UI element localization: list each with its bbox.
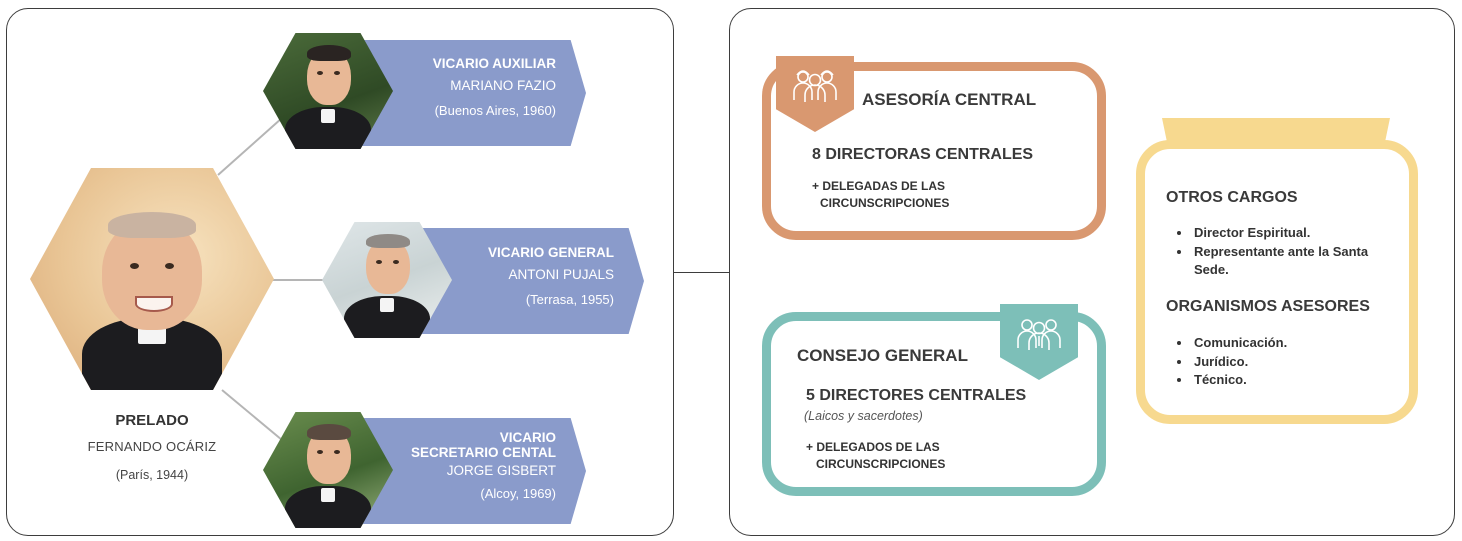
list-item: Técnico. <box>1192 371 1402 390</box>
vicario-secretario-title-line1: VICARIO <box>499 430 556 445</box>
vicario-general-title: VICARIO GENERAL <box>487 245 614 260</box>
list-item: Jurídico. <box>1192 353 1402 372</box>
otros-cargos-card <box>1136 140 1418 424</box>
vicario-general-place: (Terrasa, 1955) <box>525 292 614 307</box>
vicario-general-name: ANTONI PUJALS <box>508 267 614 282</box>
consejo-general-note: (Laicos y sacerdotes) <box>804 409 923 423</box>
prelado-title: PRELADO <box>115 412 189 429</box>
vicario-auxiliar-title: VICARIO AUXILIAR <box>432 56 556 71</box>
vicario-auxiliar-place: (Buenos Aires, 1960) <box>434 103 556 118</box>
prelado-name: FERNANDO OCÁRIZ <box>87 439 217 454</box>
organismos-asesores-heading: ORGANISMOS ASESORES <box>1166 298 1370 315</box>
asesoria-central-heading: ASESORÍA CENTRAL <box>862 90 1037 109</box>
vicario-secretario-name: JORGE GISBERT <box>446 463 556 478</box>
vicario-secretario-title-line2: SECRETARIO CENTAL <box>411 445 556 460</box>
list-item: Director Espiritual. <box>1192 224 1402 243</box>
consejo-general-main: 5 DIRECTORES CENTRALES <box>806 387 1027 404</box>
asesoria-central-extra-line1: + DELEGADAS DE LAS <box>812 179 946 193</box>
asesoria-central-main: 8 DIRECTORAS CENTRALES <box>812 146 1034 163</box>
asesoria-central-extra: + DELEGADAS DE LAS CIRCUNSCRIPCIONES <box>812 178 949 212</box>
asesoria-central-extra-line2: CIRCUNSCRIPCIONES <box>820 196 950 210</box>
panel-connector-line <box>674 272 729 273</box>
vicario-secretario-place: (Alcoy, 1969) <box>480 486 556 501</box>
otros-cargos-list: Director Espiritual. Representante ante … <box>1176 224 1402 280</box>
vicario-auxiliar-name: MARIANO FAZIO <box>450 78 556 93</box>
women-group-icon <box>793 70 837 102</box>
organismos-asesores-list: Comunicación. Jurídico. Técnico. <box>1176 334 1402 390</box>
list-item: Comunicación. <box>1192 334 1402 353</box>
consejo-general-extra-line2: CIRCUNSCRIPCIONES <box>816 457 946 471</box>
consejo-general-extra-line1: + DELEGADOS DE LAS <box>806 440 940 454</box>
consejo-general-extra: + DELEGADOS DE LAS CIRCUNSCRIPCIONES <box>806 439 945 473</box>
prelado-place: (París, 1944) <box>115 468 189 482</box>
prelado-label: PRELADO FERNANDO OCÁRIZ (París, 1944) <box>62 412 242 482</box>
otros-cargos-heading: OTROS CARGOS <box>1166 189 1298 206</box>
men-group-icon <box>1017 319 1061 350</box>
consejo-general-heading: CONSEJO GENERAL <box>797 346 968 365</box>
list-item: Representante ante la Santa Sede. <box>1192 243 1402 280</box>
